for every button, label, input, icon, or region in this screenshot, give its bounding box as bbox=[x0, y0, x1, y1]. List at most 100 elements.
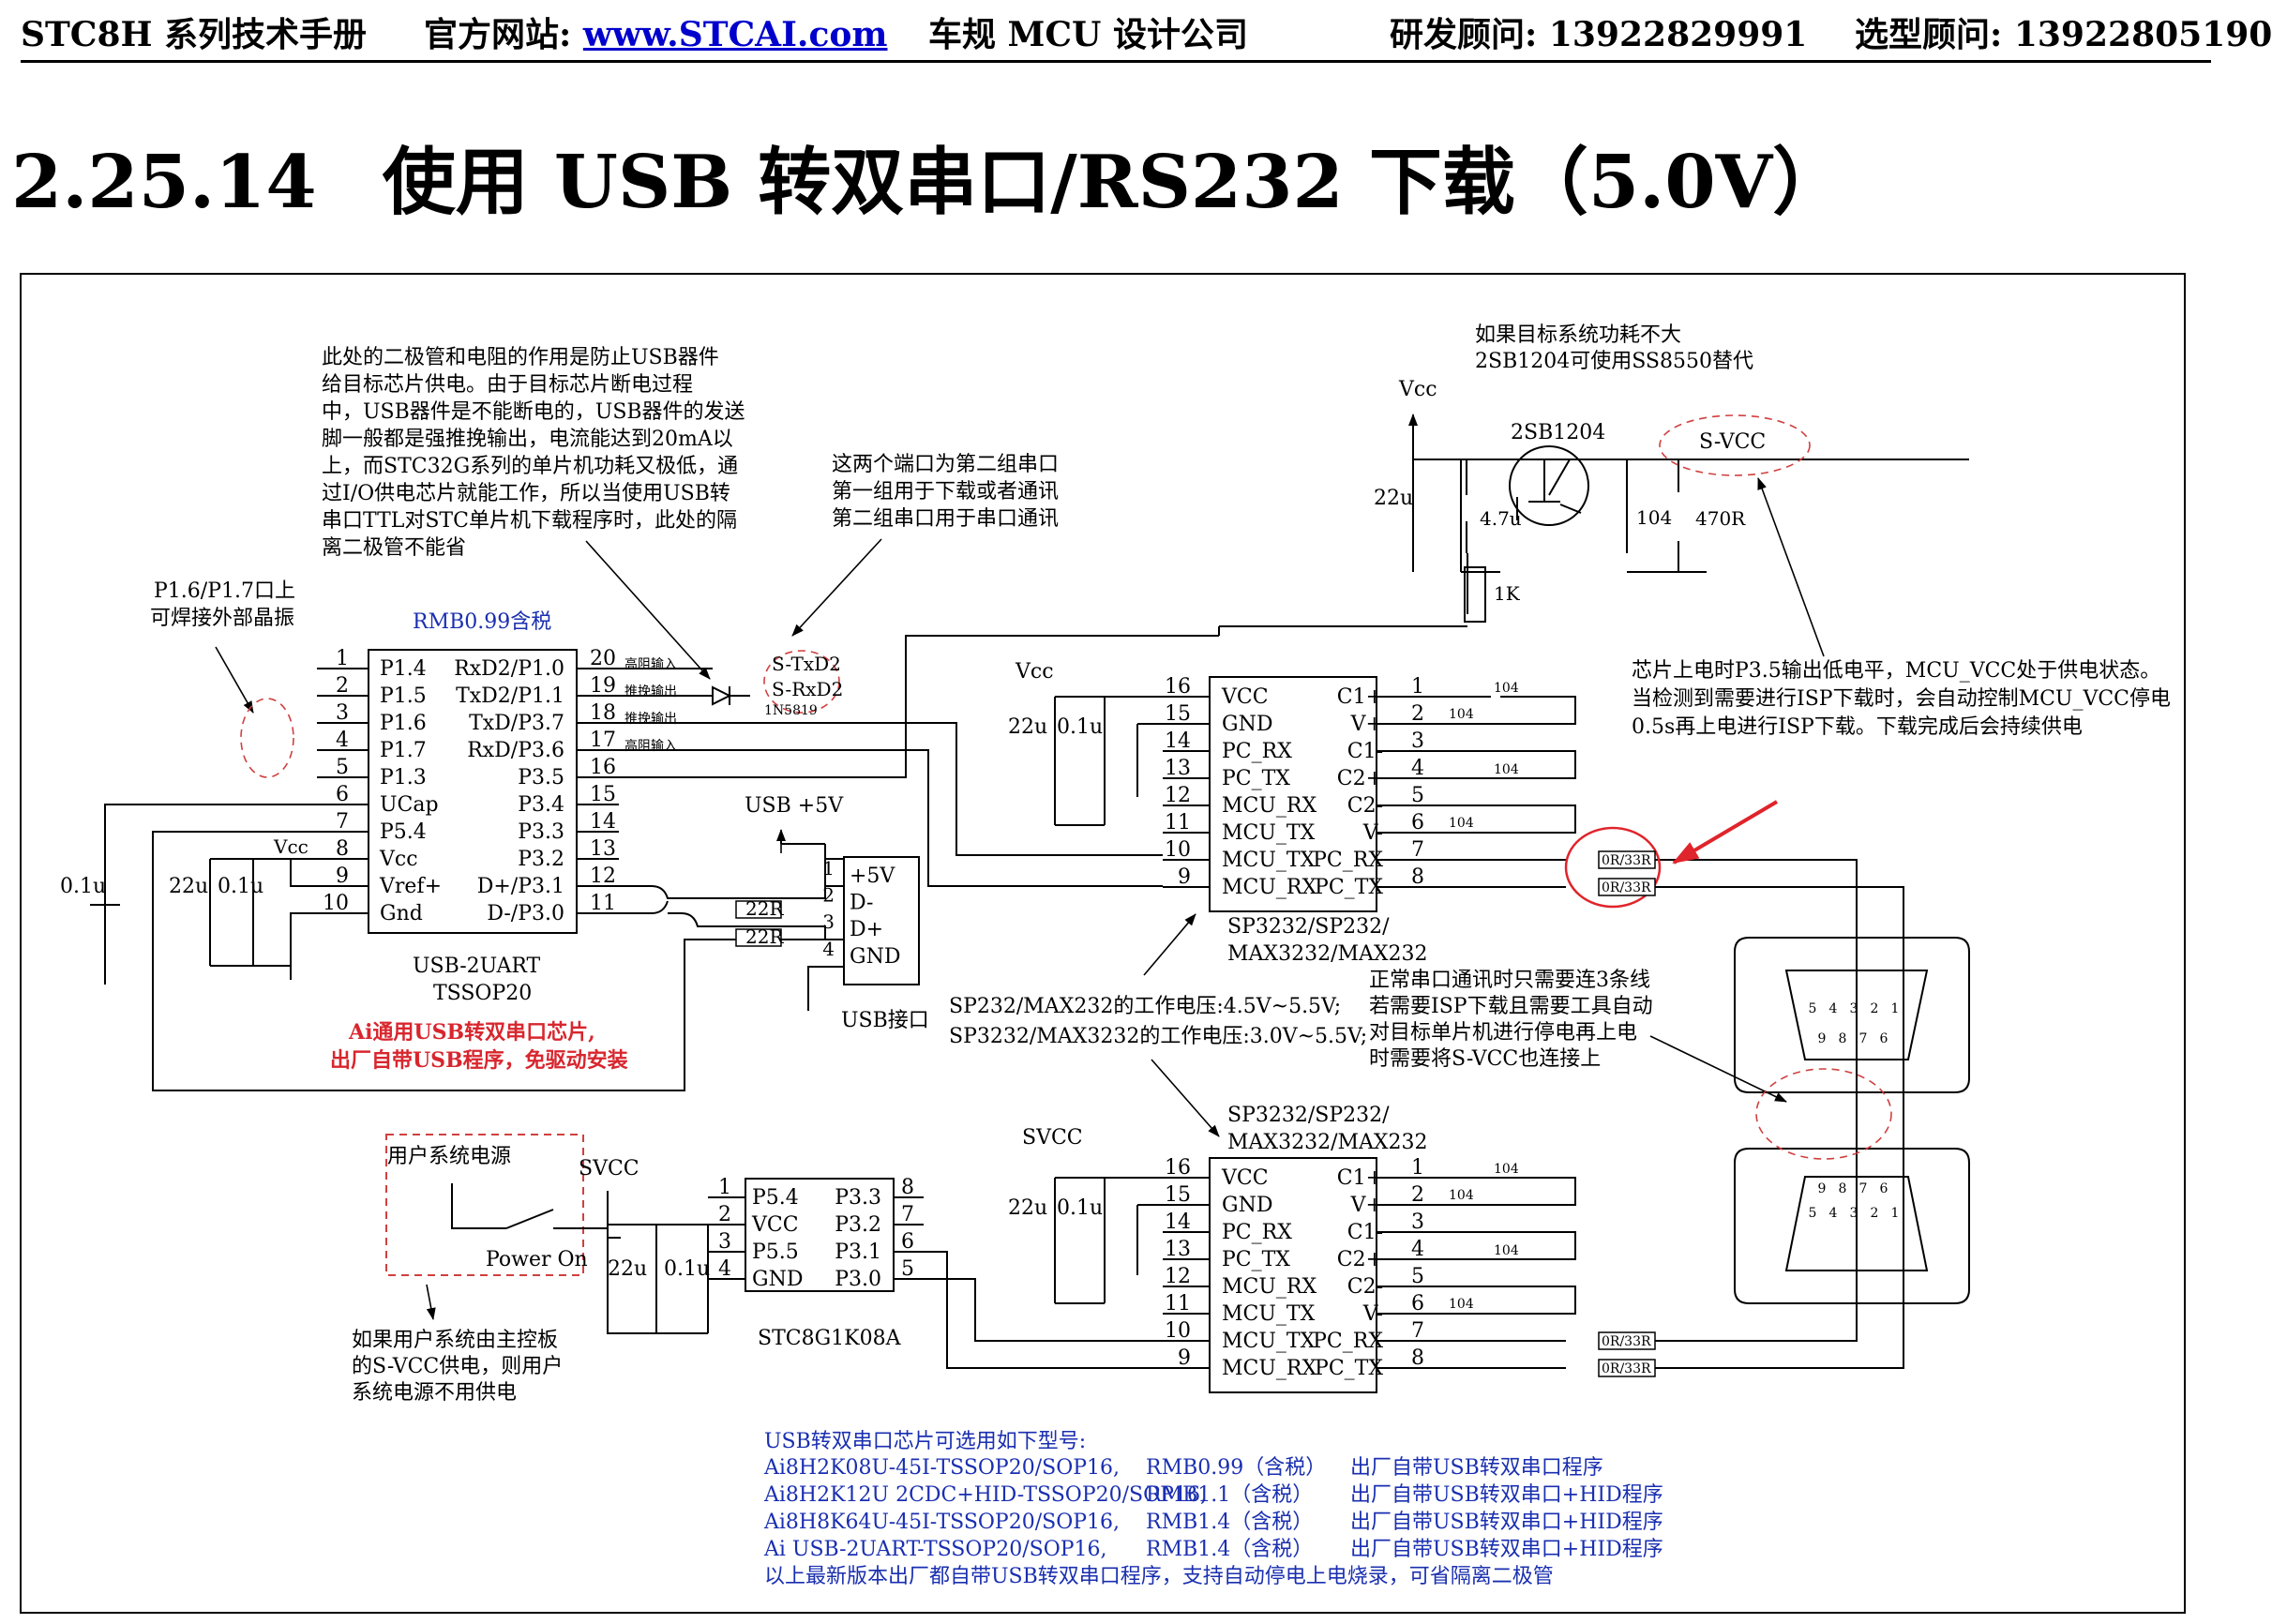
rs232-1-pin-name-3: C1- bbox=[1347, 740, 1383, 763]
usb-chip-pin-num-17: 17 bbox=[590, 729, 616, 752]
usb-chip-price: RMB0.99含税 bbox=[413, 610, 551, 634]
rs232-2-pin-name-4: C2+ bbox=[1337, 1248, 1383, 1271]
ctrl-pin-num-8: 8 bbox=[901, 1176, 914, 1199]
usb-chip-pin-name-3: P1.6 bbox=[380, 712, 427, 735]
usb-port-pin-name-3: D+ bbox=[850, 918, 883, 941]
cap-0u1-ctrl: 0.1u bbox=[664, 1257, 710, 1281]
usb-chip-pin-name-15: P3.4 bbox=[518, 793, 564, 817]
rs232-1-pin-num-7: 7 bbox=[1411, 838, 1424, 862]
power-res-1k: 1K bbox=[1494, 582, 1521, 605]
ctrl-pin-num-6: 6 bbox=[901, 1230, 914, 1254]
option-model-3: Ai8H8K64U-45I-TSSOP20/SOP16, bbox=[763, 1511, 1120, 1534]
rd-contact: 研发顾问: 13922829991 bbox=[1390, 15, 1808, 54]
rs232-2-name-2: MAX3232/MAX232 bbox=[1227, 1131, 1428, 1154]
rs232-2-pin-num-16: 16 bbox=[1165, 1156, 1191, 1180]
rs232-1-pin-name-5: C2- bbox=[1347, 794, 1383, 818]
rs232-1-pin-num-5: 5 bbox=[1411, 784, 1424, 807]
vcc-label-rs232-1: Vcc bbox=[1015, 660, 1054, 684]
rs232-chip-2 bbox=[1209, 1157, 1377, 1393]
rs232-2-pin-name-5: C2- bbox=[1347, 1275, 1383, 1299]
rs232-1-pin-num-13: 13 bbox=[1165, 757, 1191, 780]
rs232-1-name-1: SP3232/SP232/ bbox=[1227, 915, 1390, 939]
rs232-2-pin-name-16: VCC bbox=[1221, 1166, 1269, 1190]
voltage-note-2: SP3232/MAX3232的工作电压:3.0V~5.5V; bbox=[949, 1025, 1367, 1048]
rs232-2-pin-num-9: 9 bbox=[1178, 1346, 1191, 1370]
user-power-note-1: 如果用户系统由主控板 bbox=[352, 1329, 558, 1352]
usb-chip-pin-name-12: D+/P3.1 bbox=[477, 875, 564, 898]
usb-chip-pin-num-16: 16 bbox=[590, 756, 616, 779]
rs2-res-2: 0R/33R bbox=[1602, 1361, 1651, 1376]
rs232-2-pin-num-6: 6 bbox=[1411, 1292, 1424, 1316]
rs1-res-2: 0R/33R bbox=[1602, 880, 1651, 895]
rs232-2-pin-num-10: 10 bbox=[1165, 1319, 1191, 1343]
page-header: STC8H 系列技术手册 官方网站: www.STCAI.com 车规 MCU … bbox=[0, 0, 2272, 58]
pin-mode-19: 推挽输出 bbox=[624, 684, 677, 699]
option-price-2: RMB1.1（含税） bbox=[1146, 1483, 1313, 1507]
usb-chip-pin-name-13: P3.2 bbox=[518, 848, 564, 871]
db9-bottom-pin-2: 2 bbox=[1871, 1206, 1879, 1221]
user-power-note-2: 的S-VCC供电，则用户 bbox=[352, 1355, 563, 1378]
db9-top-pin-9: 9 bbox=[1818, 1031, 1827, 1046]
usb-chip-pin-name-16: P3.5 bbox=[518, 766, 564, 789]
rs232-2-pin-num-2: 2 bbox=[1411, 1183, 1424, 1207]
crystal-note-1: P1.6/P1.7口上 bbox=[154, 579, 295, 603]
rs232-1-pin-name-8: PC_TX bbox=[1315, 876, 1383, 899]
rs1-cap-3: 104 bbox=[1494, 762, 1519, 777]
usb-chip-pin-num-6: 6 bbox=[336, 783, 349, 806]
ctrl-pin-name-1: P5.4 bbox=[752, 1186, 799, 1210]
port-note-1: 这两个端口为第二组串口 bbox=[832, 453, 1059, 476]
rs232-2-pin-name-11: MCU_TX bbox=[1222, 1302, 1316, 1326]
diode-note-3: 中，USB器件是不能断电的，USB器件的发送 bbox=[322, 400, 745, 424]
ctrl-pin-num-4: 4 bbox=[718, 1257, 731, 1281]
usb-2uart-chip bbox=[368, 649, 578, 934]
usb-chip-pin-name-9: Vref+ bbox=[379, 875, 442, 898]
rs2-cap-1: 104 bbox=[1494, 1162, 1519, 1177]
usb-chip-pin-num-3: 3 bbox=[336, 701, 349, 725]
wiring-note-2: 若需要ISP下载且需要工具自动 bbox=[1369, 995, 1653, 1018]
rs232-1-pin-name-16: VCC bbox=[1221, 685, 1269, 709]
option-model-4: Ai USB-2UART-TSSOP20/SOP16, bbox=[763, 1538, 1107, 1561]
cap-22u-rs2: 22u bbox=[1008, 1196, 1047, 1220]
vcc-label-power: Vcc bbox=[1398, 378, 1437, 401]
ctrl-pin-num-3: 3 bbox=[718, 1230, 731, 1254]
usb-chip-pin-name-18: TxD/P3.7 bbox=[469, 712, 564, 735]
usb-chip-pin-name-14: P3.3 bbox=[518, 820, 564, 844]
usb-chip-pin-num-10: 10 bbox=[323, 892, 349, 915]
options-footer: 以上最新版本出厂都自带USB转双串口程序，支持自动停电上电烧录，可省隔离二极管 bbox=[764, 1565, 1554, 1588]
diode-note-8: 离二极管不能省 bbox=[322, 536, 466, 560]
rs232-1-pin-name-4: C2+ bbox=[1337, 767, 1383, 790]
usb-res-1: 22R bbox=[745, 897, 784, 920]
usb-chip-pin-num-7: 7 bbox=[336, 810, 349, 834]
power-note-1: 如果目标系统功耗不大 bbox=[1475, 323, 1681, 347]
option-feature-3: 出厂自带USB转双串口+HID程序 bbox=[1350, 1511, 1663, 1534]
section-number: 2.25.14 bbox=[11, 140, 317, 225]
diode-note-7: 串口TTL对STC单片机下载程序时，此处的隔 bbox=[322, 509, 737, 533]
usb-chip-pin-num-5: 5 bbox=[336, 756, 349, 779]
rs232-1-pin-name-1: C1+ bbox=[1337, 685, 1383, 709]
rs232-1-pin-num-12: 12 bbox=[1165, 784, 1191, 807]
rs232-2-pin-name-1: C1+ bbox=[1337, 1166, 1383, 1190]
db9-top-pin-2: 2 bbox=[1871, 1001, 1879, 1016]
option-price-4: RMB1.4（含税） bbox=[1146, 1538, 1313, 1561]
rs2-res-1: 0R/33R bbox=[1602, 1334, 1651, 1349]
db9-bottom-pin-1: 1 bbox=[1891, 1206, 1900, 1221]
rs232-1-pin-num-4: 4 bbox=[1411, 757, 1424, 780]
ctrl-chip-name: STC8G1K08A bbox=[758, 1327, 902, 1350]
rs232-2-name-1: SP3232/SP232/ bbox=[1227, 1104, 1390, 1127]
svcc-label-rs232-2: SVCC bbox=[1022, 1126, 1083, 1150]
usb-chip-pin-name-19: TxD2/P1.1 bbox=[456, 684, 564, 708]
rs232-1-pin-num-1: 1 bbox=[1411, 675, 1424, 699]
voltage-note-1: SP232/MAX232的工作电压:4.5V~5.5V; bbox=[949, 995, 1341, 1018]
db9-top-pin-4: 4 bbox=[1829, 1001, 1838, 1016]
usb-port-pin-name-1: +5V bbox=[850, 865, 895, 888]
rs232-1-pin-name-12: MCU_RX bbox=[1222, 794, 1317, 818]
site-link[interactable]: www.STCAI.com bbox=[582, 15, 888, 54]
db9-bottom-pin-8: 8 bbox=[1839, 1181, 1847, 1196]
pin-mode-18: 推挽输出 bbox=[624, 712, 677, 727]
diode-note-2: 给目标芯片供电。由于目标芯片断电过程 bbox=[322, 373, 693, 397]
rs232-2-pin-name-13: PC_TX bbox=[1222, 1248, 1290, 1271]
db9-top-pin-6: 6 bbox=[1880, 1031, 1888, 1046]
db9-bottom-pin-5: 5 bbox=[1809, 1206, 1817, 1221]
usb-chip-pin-num-19: 19 bbox=[590, 674, 616, 698]
